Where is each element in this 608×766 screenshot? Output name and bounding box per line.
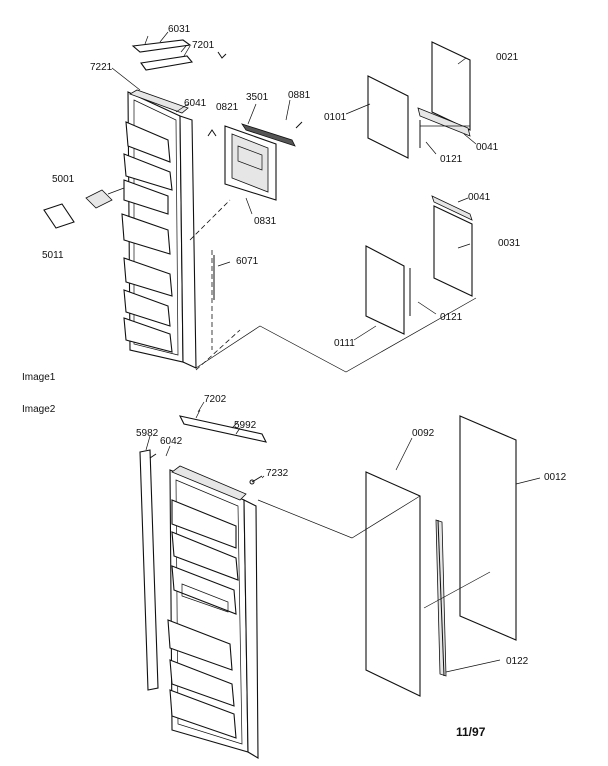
label-0122: 0122 bbox=[506, 656, 529, 667]
date-stamp: 11/97 bbox=[456, 725, 486, 739]
label-0831: 0831 bbox=[254, 216, 277, 227]
lower-assembly: 7202 5982 5992 6042 7232 0092 0012 0122 bbox=[136, 394, 567, 759]
dispenser-5001 bbox=[85, 189, 113, 209]
door-liner-upper bbox=[43, 89, 197, 369]
label-7221: 7221 bbox=[90, 62, 113, 73]
caption-image1: Image1 bbox=[22, 372, 56, 383]
label-0121-b: 0121 bbox=[440, 312, 463, 323]
label-0021: 0021 bbox=[496, 52, 519, 63]
label-5001: 5001 bbox=[52, 174, 75, 185]
panel-0012 bbox=[459, 415, 517, 641]
label-7201: 7201 bbox=[192, 40, 215, 51]
label-6041: 6041 bbox=[184, 98, 207, 109]
label-0101: 0101 bbox=[324, 112, 347, 123]
label-6042: 6042 bbox=[160, 436, 183, 447]
rail-0041b bbox=[431, 195, 473, 221]
label-7232: 7232 bbox=[266, 468, 289, 479]
trim-5992 bbox=[178, 415, 268, 443]
label-0111: 0111 bbox=[334, 338, 355, 349]
label-0041-a: 0041 bbox=[476, 142, 499, 153]
label-5011: 5011 bbox=[42, 250, 64, 261]
label-6031: 6031 bbox=[168, 24, 191, 35]
caption-image2: Image2 bbox=[22, 404, 56, 415]
chute-5011 bbox=[43, 203, 75, 229]
label-0121-a: 0121 bbox=[440, 154, 463, 165]
trim-6031 bbox=[131, 39, 192, 53]
label-6071: 6071 bbox=[236, 256, 259, 267]
panel-0092 bbox=[365, 471, 421, 697]
panel-0111 bbox=[365, 245, 405, 335]
panel-0031 bbox=[433, 205, 473, 297]
label-0041-b: 0041 bbox=[468, 192, 491, 203]
label-7202: 7202 bbox=[204, 394, 227, 405]
label-0092: 0092 bbox=[412, 428, 435, 439]
panel-0021 bbox=[431, 41, 471, 131]
rail-0041a bbox=[417, 107, 471, 137]
label-0881: 0881 bbox=[288, 90, 311, 101]
panel-0101 bbox=[367, 75, 409, 159]
label-0012: 0012 bbox=[544, 472, 567, 483]
label-0031: 0031 bbox=[498, 238, 521, 249]
label-5992: 5992 bbox=[234, 420, 257, 431]
dispenser-housing-0831 bbox=[224, 123, 296, 201]
label-3501: 3501 bbox=[246, 92, 269, 103]
label-5982: 5982 bbox=[136, 428, 159, 439]
door-liner-lower bbox=[167, 465, 259, 759]
trim-7201 bbox=[140, 55, 194, 71]
trim-5982 bbox=[139, 449, 159, 691]
label-0821: 0821 bbox=[216, 102, 239, 113]
upper-assembly: 6031 7201 7221 6041 0821 3501 0881 5001 … bbox=[42, 24, 521, 373]
